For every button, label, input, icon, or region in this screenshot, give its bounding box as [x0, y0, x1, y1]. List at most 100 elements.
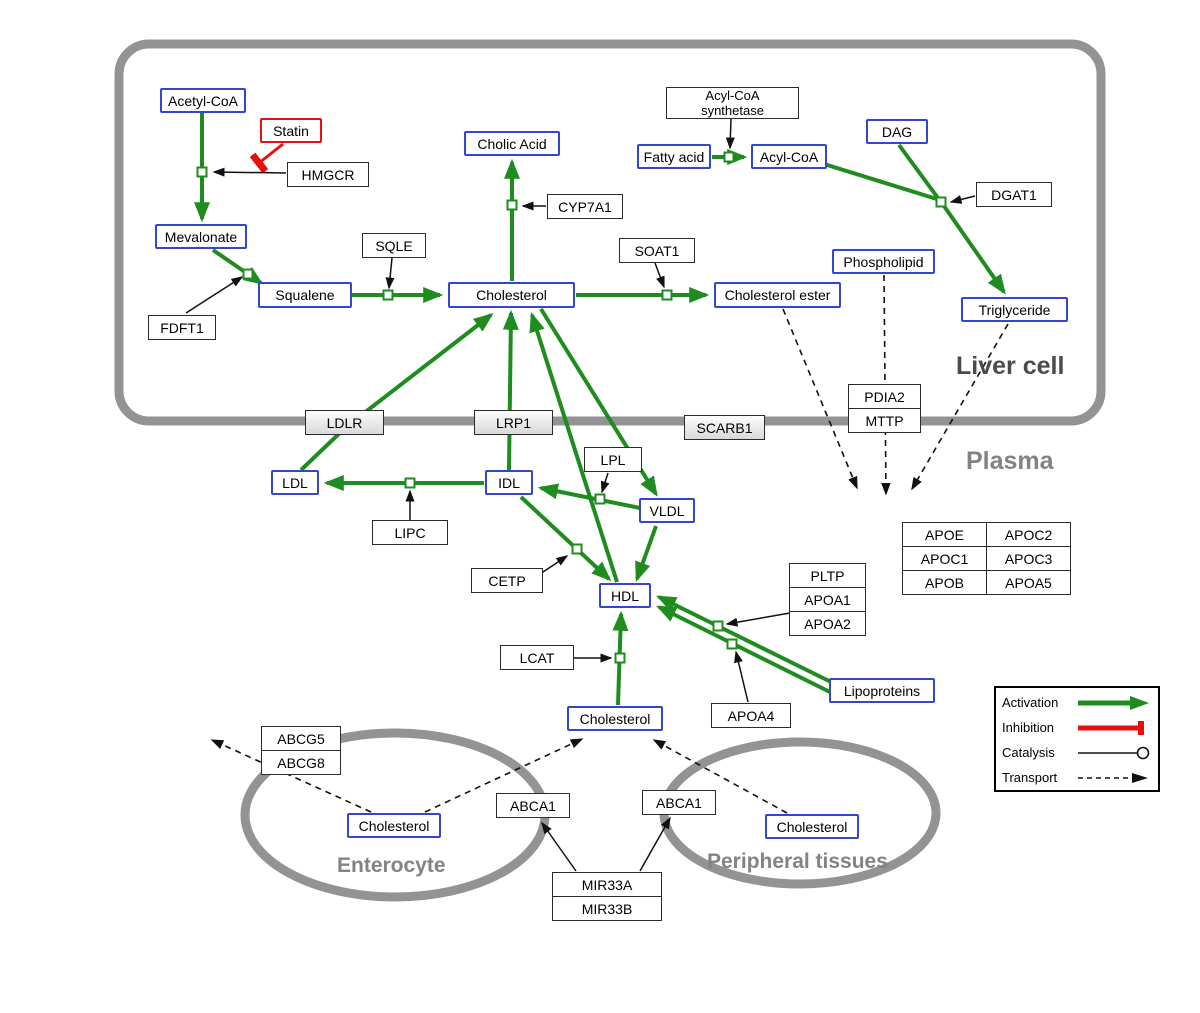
anchor-cyp7a1 — [506, 199, 518, 211]
legend-row-catalysis: Catalysis — [996, 740, 1158, 765]
node-apoc1[interactable]: APOC1 — [902, 546, 987, 571]
node-cetp[interactable]: CETP — [471, 568, 543, 593]
node-cholesterol-ester[interactable]: Cholesterol ester — [714, 282, 841, 308]
node-apoe[interactable]: APOE — [902, 522, 987, 547]
node-hdl[interactable]: HDL — [599, 583, 651, 608]
node-apoa1[interactable]: APOA1 — [789, 587, 866, 612]
anchor-hmgcr — [196, 166, 208, 178]
edge-enterocyte-efflux-abcg — [210, 739, 372, 813]
legend: Activation Inhibition Catalysis Transpor… — [994, 686, 1160, 792]
anchor-sqle — [382, 289, 394, 301]
node-ldlr[interactable]: LDLR — [305, 410, 384, 435]
edge-statin-inhibits-hmgcr — [249, 142, 284, 174]
node-fdft1[interactable]: FDFT1 — [148, 315, 216, 340]
node-ldl[interactable]: LDL — [271, 470, 319, 495]
node-lcat[interactable]: LCAT — [500, 645, 574, 670]
stack-pdia2-mttp: PDIA2 MTTP — [848, 384, 921, 433]
node-pdia2[interactable]: PDIA2 — [848, 384, 921, 409]
node-vldl[interactable]: VLDL — [639, 498, 695, 523]
edge-vldl-hdl — [635, 525, 658, 583]
node-abcg5[interactable]: ABCG5 — [261, 726, 341, 751]
legend-row-transport: Transport — [996, 765, 1158, 790]
node-cholesterol-peripheral[interactable]: Cholesterol — [765, 814, 859, 839]
node-lipoproteins[interactable]: Lipoproteins — [829, 678, 935, 703]
catalysis-edges — [185, 117, 976, 872]
node-lipc[interactable]: LIPC — [372, 520, 448, 545]
node-hmgcr[interactable]: HMGCR — [287, 162, 369, 187]
edge-acylcoa-dgat-junction — [823, 162, 941, 202]
edge-cholesterolester-transport — [782, 308, 858, 490]
node-mir33a[interactable]: MIR33A — [552, 872, 662, 897]
node-pltp[interactable]: PLTP — [789, 563, 866, 588]
node-dag[interactable]: DAG — [866, 119, 928, 144]
node-scarb1[interactable]: SCARB1 — [684, 415, 765, 440]
legend-activation-label: Activation — [1002, 695, 1059, 710]
legend-row-inhibition: Inhibition — [996, 715, 1158, 740]
node-apoa4[interactable]: APOA4 — [711, 703, 791, 728]
edge-idl-cholesterol-via-lrp1 — [502, 309, 519, 471]
anchor-pltp-apoa — [712, 620, 724, 632]
node-sqle[interactable]: SQLE — [362, 233, 426, 258]
edge-hdl-cholesterol — [529, 311, 619, 583]
anchor-lpl — [594, 493, 606, 505]
edge-dgat1-pointer — [949, 195, 976, 204]
edge-dag-dgat-junction — [897, 143, 940, 200]
legend-transport-label: Transport — [1002, 770, 1058, 785]
node-apoa2[interactable]: APOA2 — [789, 611, 866, 636]
edge-triglyceride-transport — [911, 323, 1009, 491]
node-mttp[interactable]: MTTP — [848, 408, 921, 433]
activation-arrow-icon — [1078, 695, 1149, 710]
node-mevalonate[interactable]: Mevalonate — [155, 224, 247, 249]
node-abca1-enterocyte[interactable]: ABCA1 — [496, 793, 570, 818]
node-cyp7a1[interactable]: CYP7A1 — [547, 194, 623, 219]
node-statin[interactable]: Statin — [260, 118, 322, 143]
node-abcg8[interactable]: ABCG8 — [261, 750, 341, 775]
anchor-apoa4 — [726, 638, 738, 650]
node-cholesterol-enterocyte[interactable]: Cholesterol — [347, 813, 441, 838]
node-apob[interactable]: APOB — [902, 570, 987, 595]
node-cholesterol-liver[interactable]: Cholesterol — [448, 282, 575, 308]
edge-cetp-pointer — [539, 555, 569, 575]
inhibition-tee-icon — [1078, 720, 1144, 735]
stack-abcg5-abcg8: ABCG5 ABCG8 — [261, 726, 341, 775]
node-apoa5[interactable]: APOA5 — [986, 570, 1071, 595]
anchor-fdft1 — [242, 268, 254, 280]
anchor-acylcoa-synthetase — [723, 151, 735, 163]
node-phospholipid[interactable]: Phospholipid — [832, 249, 935, 274]
node-acyl-coa-synthetase[interactable]: Acyl-CoA synthetase — [666, 87, 799, 119]
node-apoc2[interactable]: APOC2 — [986, 522, 1071, 547]
node-mir33b[interactable]: MIR33B — [552, 896, 662, 921]
node-lrp1[interactable]: LRP1 — [474, 410, 553, 435]
node-acetyl-coa[interactable]: Acetyl-CoA — [160, 88, 246, 113]
edge-mevalonate-squalene — [211, 248, 264, 285]
node-fatty-acid[interactable]: Fatty acid — [637, 144, 711, 169]
node-lpl[interactable]: LPL — [584, 447, 642, 472]
edge-fdft1-pointer — [185, 276, 244, 314]
edge-pltp-apoa-pointer — [725, 612, 791, 627]
edge-soat1-pointer — [654, 262, 665, 289]
transport-edges — [210, 274, 1009, 814]
node-cholic-acid[interactable]: Cholic Acid — [464, 131, 560, 156]
edge-mir33-abca1-left — [541, 821, 577, 872]
legend-catalysis-label: Catalysis — [1002, 745, 1055, 760]
node-idl[interactable]: IDL — [485, 470, 533, 495]
apo-table: APOE APOC2 APOC1 APOC3 APOB APOA5 — [902, 522, 1071, 595]
enterocyte-label: Enterocyte — [337, 854, 446, 877]
node-dgat1[interactable]: DGAT1 — [976, 182, 1052, 207]
liver-cell-label: Liver cell — [956, 352, 1065, 380]
node-triglyceride[interactable]: Triglyceride — [961, 297, 1068, 322]
edge-apoa4-pointer — [734, 650, 749, 703]
node-soat1[interactable]: SOAT1 — [619, 238, 695, 263]
node-cholesterol-plasma[interactable]: Cholesterol — [567, 706, 663, 731]
node-abca1-peripheral[interactable]: ABCA1 — [642, 790, 716, 815]
node-apoc3[interactable]: APOC3 — [986, 546, 1071, 571]
edge-peripheral-to-plasma-cholesterol — [652, 739, 788, 814]
edge-hmgcr-pointer — [212, 167, 287, 177]
peripheral-tissues-label: Peripheral tissues — [707, 850, 888, 873]
edge-phospholipid-transport — [881, 274, 891, 496]
legend-inhibition-label: Inhibition — [1002, 720, 1055, 735]
node-squalene[interactable]: Squalene — [258, 282, 352, 308]
node-acyl-coa[interactable]: Acyl-CoA — [751, 144, 827, 169]
